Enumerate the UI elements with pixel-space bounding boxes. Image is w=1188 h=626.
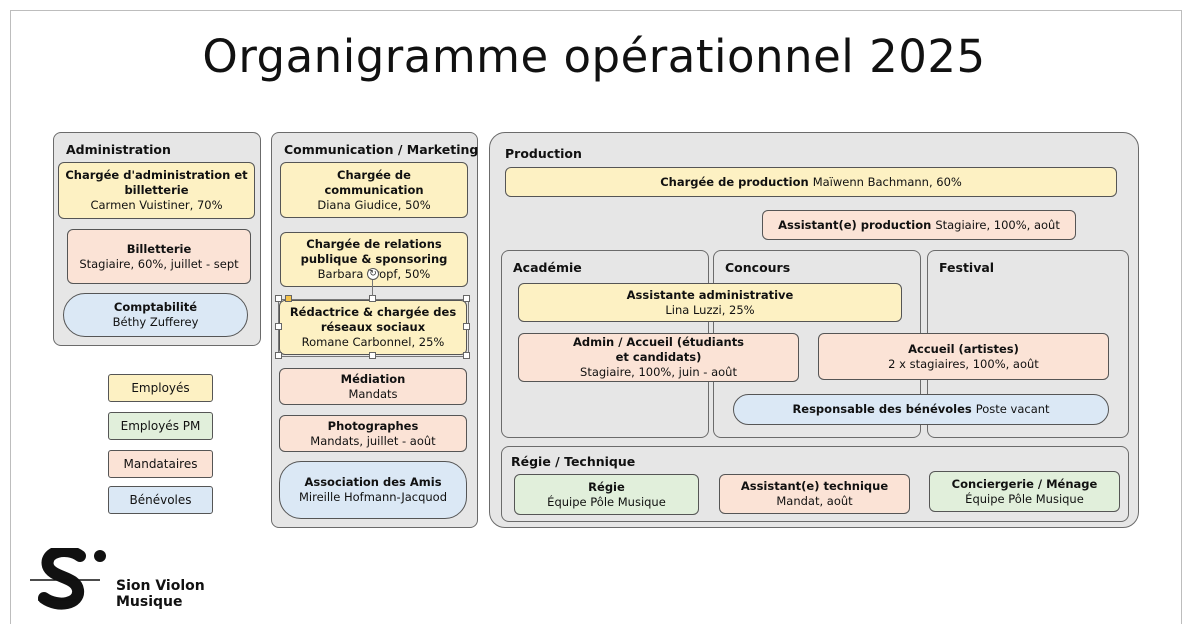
assistant-production-box[interactable]: Assistant(e) production Stagiaire, 100%,… [762,210,1076,240]
resize-handle-e[interactable] [463,323,470,330]
legend-benevoles: Bénévoles [108,486,213,514]
assistant-technique-box[interactable]: Assistant(e) technique Mandat, août [719,474,910,514]
responsable-benevoles-title: Responsable des bénévoles [792,402,972,416]
comm-chargee-title: Chargée de communication [324,167,424,197]
rotate-connector [372,280,373,296]
assistante-administrative-detail: Lina Luzzi, 25% [665,302,755,317]
conciergerie-title: Conciergerie / Ménage [951,476,1098,491]
photographes-title: Photographes [327,418,419,433]
responsable-benevoles-detail: Poste vacant [975,402,1050,416]
admin-accueil-detail: Stagiaire, 100%, juin - août [580,365,737,379]
assistant-production-title: Assistant(e) production [778,217,932,232]
reseaux-sociaux-box[interactable]: Rédactrice & chargée des réseaux sociaux… [279,300,467,355]
legend-mandataires: Mandataires [108,450,213,478]
administration-label: Administration [66,142,171,157]
photographes-detail: Mandats, juillet - août [310,433,436,448]
regie-box[interactable]: Régie Équipe Pôle Musique [514,474,699,515]
chargee-production-title: Chargée de production [660,174,809,189]
communication-label: Communication / Marketing [284,142,479,157]
admin-chargee-title: Chargée d'administration et billetterie [65,168,248,197]
concours-label: Concours [725,260,791,275]
relations-publiques-title: Chargée de relations publique & sponsori… [300,237,448,266]
comptabilite-detail: Béthy Zufferey [112,315,199,329]
conciergerie-box[interactable]: Conciergerie / Ménage Équipe Pôle Musiqu… [929,471,1120,512]
regie-technique-label: Régie / Technique [511,454,636,469]
resize-handle-nw[interactable] [275,295,282,302]
logo-line2: Musique [116,594,183,610]
resize-handle-n[interactable] [369,295,376,302]
association-amis-title: Association des Amis [304,475,442,489]
billetterie-title: Billetterie [126,241,192,256]
festival-label: Festival [939,260,995,275]
production-label: Production [505,146,582,161]
slide-frame [10,10,1182,624]
assistante-administrative-box[interactable]: Assistante administrative Lina Luzzi, 25… [518,283,902,322]
billetterie-box[interactable]: Billetterie Stagiaire, 60%, juillet - se… [67,229,251,284]
mediation-detail: Mandats [348,386,398,401]
comm-chargee-detail: Diana Giudice, 50% [317,197,431,212]
admin-accueil-box[interactable]: Admin / Accueil (étudiants et candidats)… [518,333,799,382]
adjust-handle[interactable] [285,295,292,302]
resize-handle-s[interactable] [369,352,376,359]
logo-line1: Sion Violon [116,578,205,594]
association-amis-box[interactable]: Association des Amis Mireille Hofmann-Ja… [279,461,467,519]
admin-accueil-title: Admin / Accueil (étudiants et candidats) [572,335,745,364]
resize-handle-sw[interactable] [275,352,282,359]
resize-handle-ne[interactable] [463,295,470,302]
photographes-box[interactable]: Photographes Mandats, juillet - août [279,415,467,452]
assistant-technique-detail: Mandat, août [776,494,853,508]
rotate-handle-icon[interactable]: ↻ [367,268,379,280]
conciergerie-detail: Équipe Pôle Musique [965,491,1084,506]
mediation-title: Médiation [340,371,406,386]
comptabilite-title: Comptabilité [113,300,198,314]
assistante-administrative-title: Assistante administrative [626,287,794,302]
association-amis-detail: Mireille Hofmann-Jacquod [298,490,448,504]
regie-title: Régie [588,479,625,494]
regie-detail: Équipe Pôle Musique [547,494,666,509]
accueil-artistes-box[interactable]: Accueil (artistes) 2 x stagiaires, 100%,… [818,333,1109,380]
legend-employes-pm: Employés PM [108,412,213,440]
chargee-production-box[interactable]: Chargée de production Maïwenn Bachmann, … [505,167,1117,197]
resize-handle-se[interactable] [463,352,470,359]
resize-handle-w[interactable] [275,323,282,330]
page-title: Organigramme opérationnel 2025 [202,30,986,83]
reseaux-sociaux-detail: Romane Carbonnel, 25% [301,335,445,349]
admin-chargee-detail: Carmen Vuistiner, 70% [90,198,223,212]
billetterie-detail: Stagiaire, 60%, juillet - sept [79,256,239,271]
admin-chargee-box[interactable]: Chargée d'administration et billetterie … [58,162,255,219]
mediation-box[interactable]: Médiation Mandats [279,368,467,405]
responsable-benevoles-box[interactable]: Responsable des bénévoles Poste vacant [733,394,1109,425]
reseaux-sociaux-title: Rédactrice & chargée des réseaux sociaux [289,305,457,334]
accueil-artistes-detail: 2 x stagiaires, 100%, août [888,356,1039,371]
sion-violon-logo-icon [30,548,106,610]
assistant-technique-title: Assistant(e) technique [740,479,889,493]
comm-chargee-box[interactable]: Chargée de communication Diana Giudice, … [280,162,468,218]
chargee-production-detail: Maïwenn Bachmann, 60% [812,174,962,189]
accueil-artistes-title: Accueil (artistes) [908,341,1019,356]
comptabilite-box[interactable]: Comptabilité Béthy Zufferey [63,293,248,337]
academie-label: Académie [513,260,582,275]
assistant-production-detail: Stagiaire, 100%, août [935,217,1060,232]
legend-employes: Employés [108,374,213,402]
logo-text: Sion Violon Musique [116,578,205,610]
